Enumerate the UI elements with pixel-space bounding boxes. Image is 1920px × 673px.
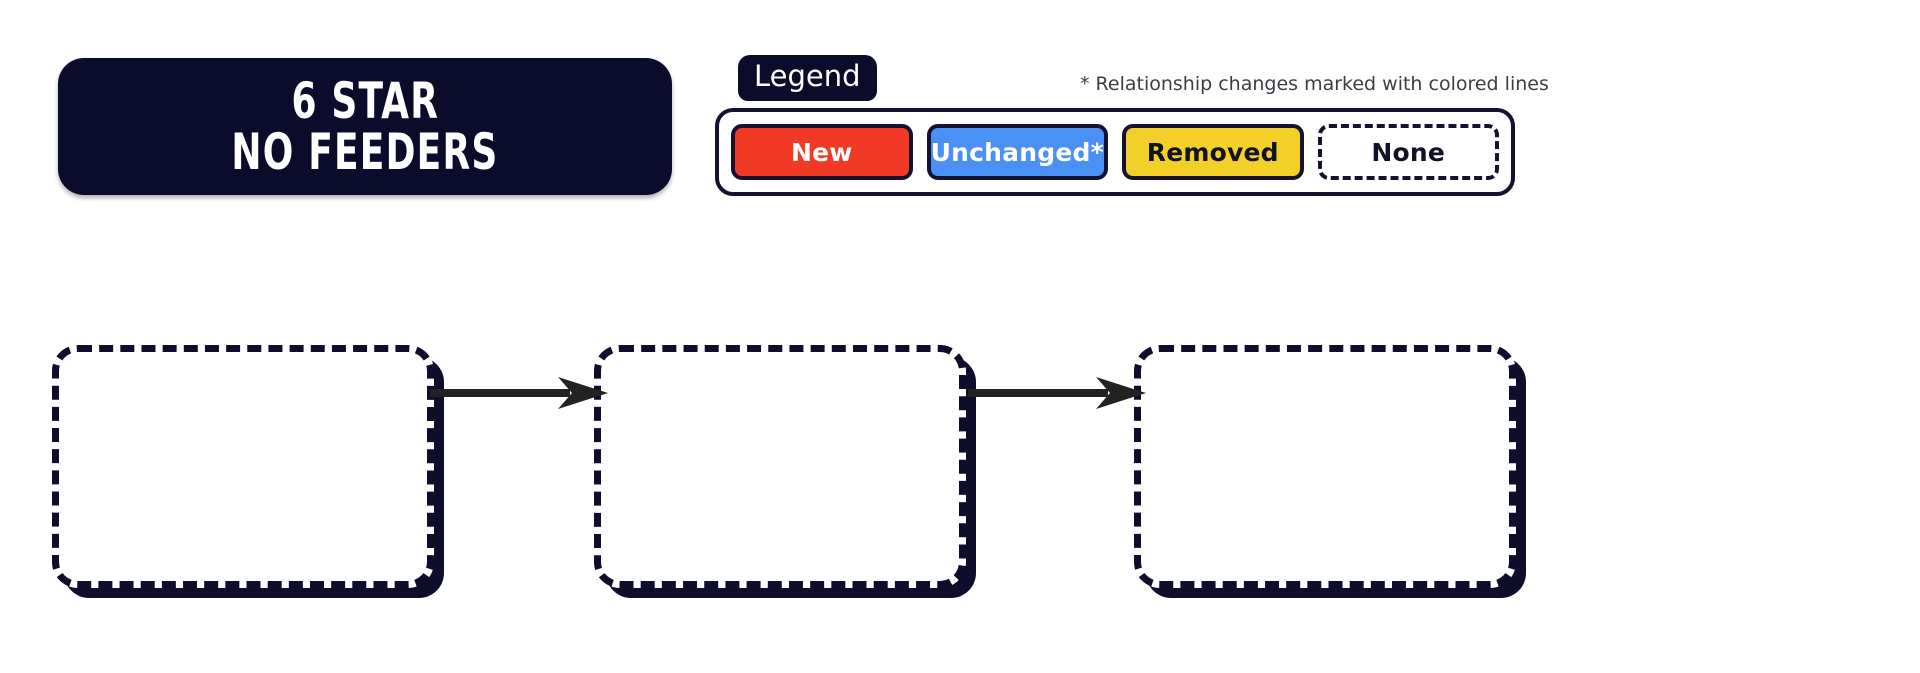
flow-node-2[interactable] <box>594 345 966 588</box>
legend-panel: New Unchanged* Removed None <box>715 108 1515 196</box>
flow-arrow-2 <box>968 373 1146 413</box>
legend-chip-new[interactable]: New <box>731 124 913 180</box>
flow-arrow-1 <box>430 373 608 413</box>
legend-chip-unchanged[interactable]: Unchanged* <box>926 124 1108 180</box>
flow-node-3[interactable] <box>1134 345 1516 588</box>
legend-footnote: * Relationship changes marked with color… <box>1080 73 1549 95</box>
flow-node-1[interactable] <box>52 345 434 588</box>
title-plaque: 6 STAR NO FEEDERS <box>58 58 672 195</box>
legend-chip-removed[interactable]: Removed <box>1122 124 1304 180</box>
title-line-1: 6 STAR <box>291 71 439 130</box>
legend-chip-none[interactable]: None <box>1317 124 1499 180</box>
title-line-2: NO FEEDERS <box>231 122 499 181</box>
legend-tab-label: Legend <box>738 55 877 102</box>
